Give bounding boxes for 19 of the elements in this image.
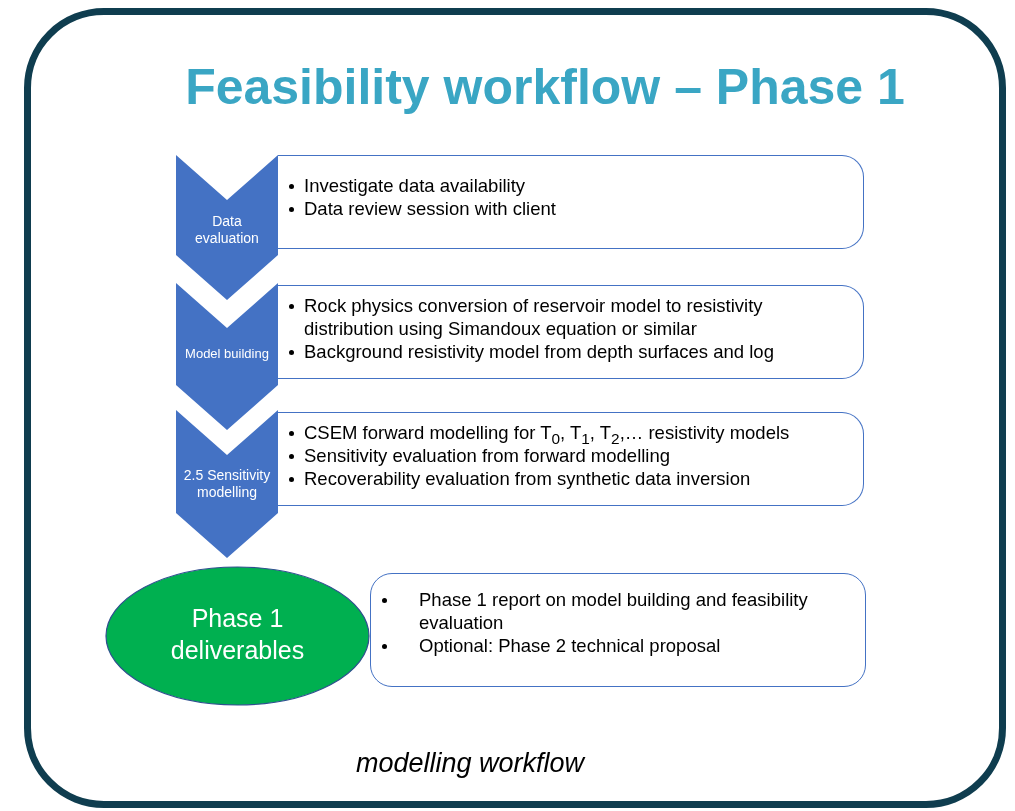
bullet-text: Sensitivity evaluation from forward modelling: [304, 444, 671, 467]
description-box: [278, 412, 864, 506]
bullet-text: Background resistivity model from depth surfaces and log: [304, 340, 774, 363]
caption: modelling workflow: [354, 748, 587, 779]
bullet-text: CSEM forward modelling for T$_{0}$, T$_{1}$, T$_{2}$,… resistivity models: [304, 421, 790, 444]
bullet-text: Rock physics conversion of reservoir model to resistivity distribution using Simandoux equation or similar: [304, 294, 764, 340]
bullet-text: Phase 1 report on model building and feasibility evaluation: [419, 588, 809, 634]
step-label: Model building: [184, 345, 270, 362]
ellipse-label: Phase 1 deliverables: [169, 603, 306, 666]
description-box: [370, 573, 866, 687]
description-box: [278, 155, 864, 249]
description-box: [278, 285, 864, 379]
bullet-text: Recoverability evaluation from synthetic data inversion: [304, 467, 751, 490]
step-label: Data evaluation: [194, 213, 260, 247]
bullet-text: Optional: Phase 2 technical proposal: [419, 634, 721, 657]
step-label: 2.5 Sensitivity modelling: [182, 467, 272, 501]
title: Feasibility workflow – Phase 1: [184, 58, 906, 116]
bullet-text: Data review session with client: [304, 197, 556, 220]
bullet-text: Investigate data availability: [304, 174, 526, 197]
